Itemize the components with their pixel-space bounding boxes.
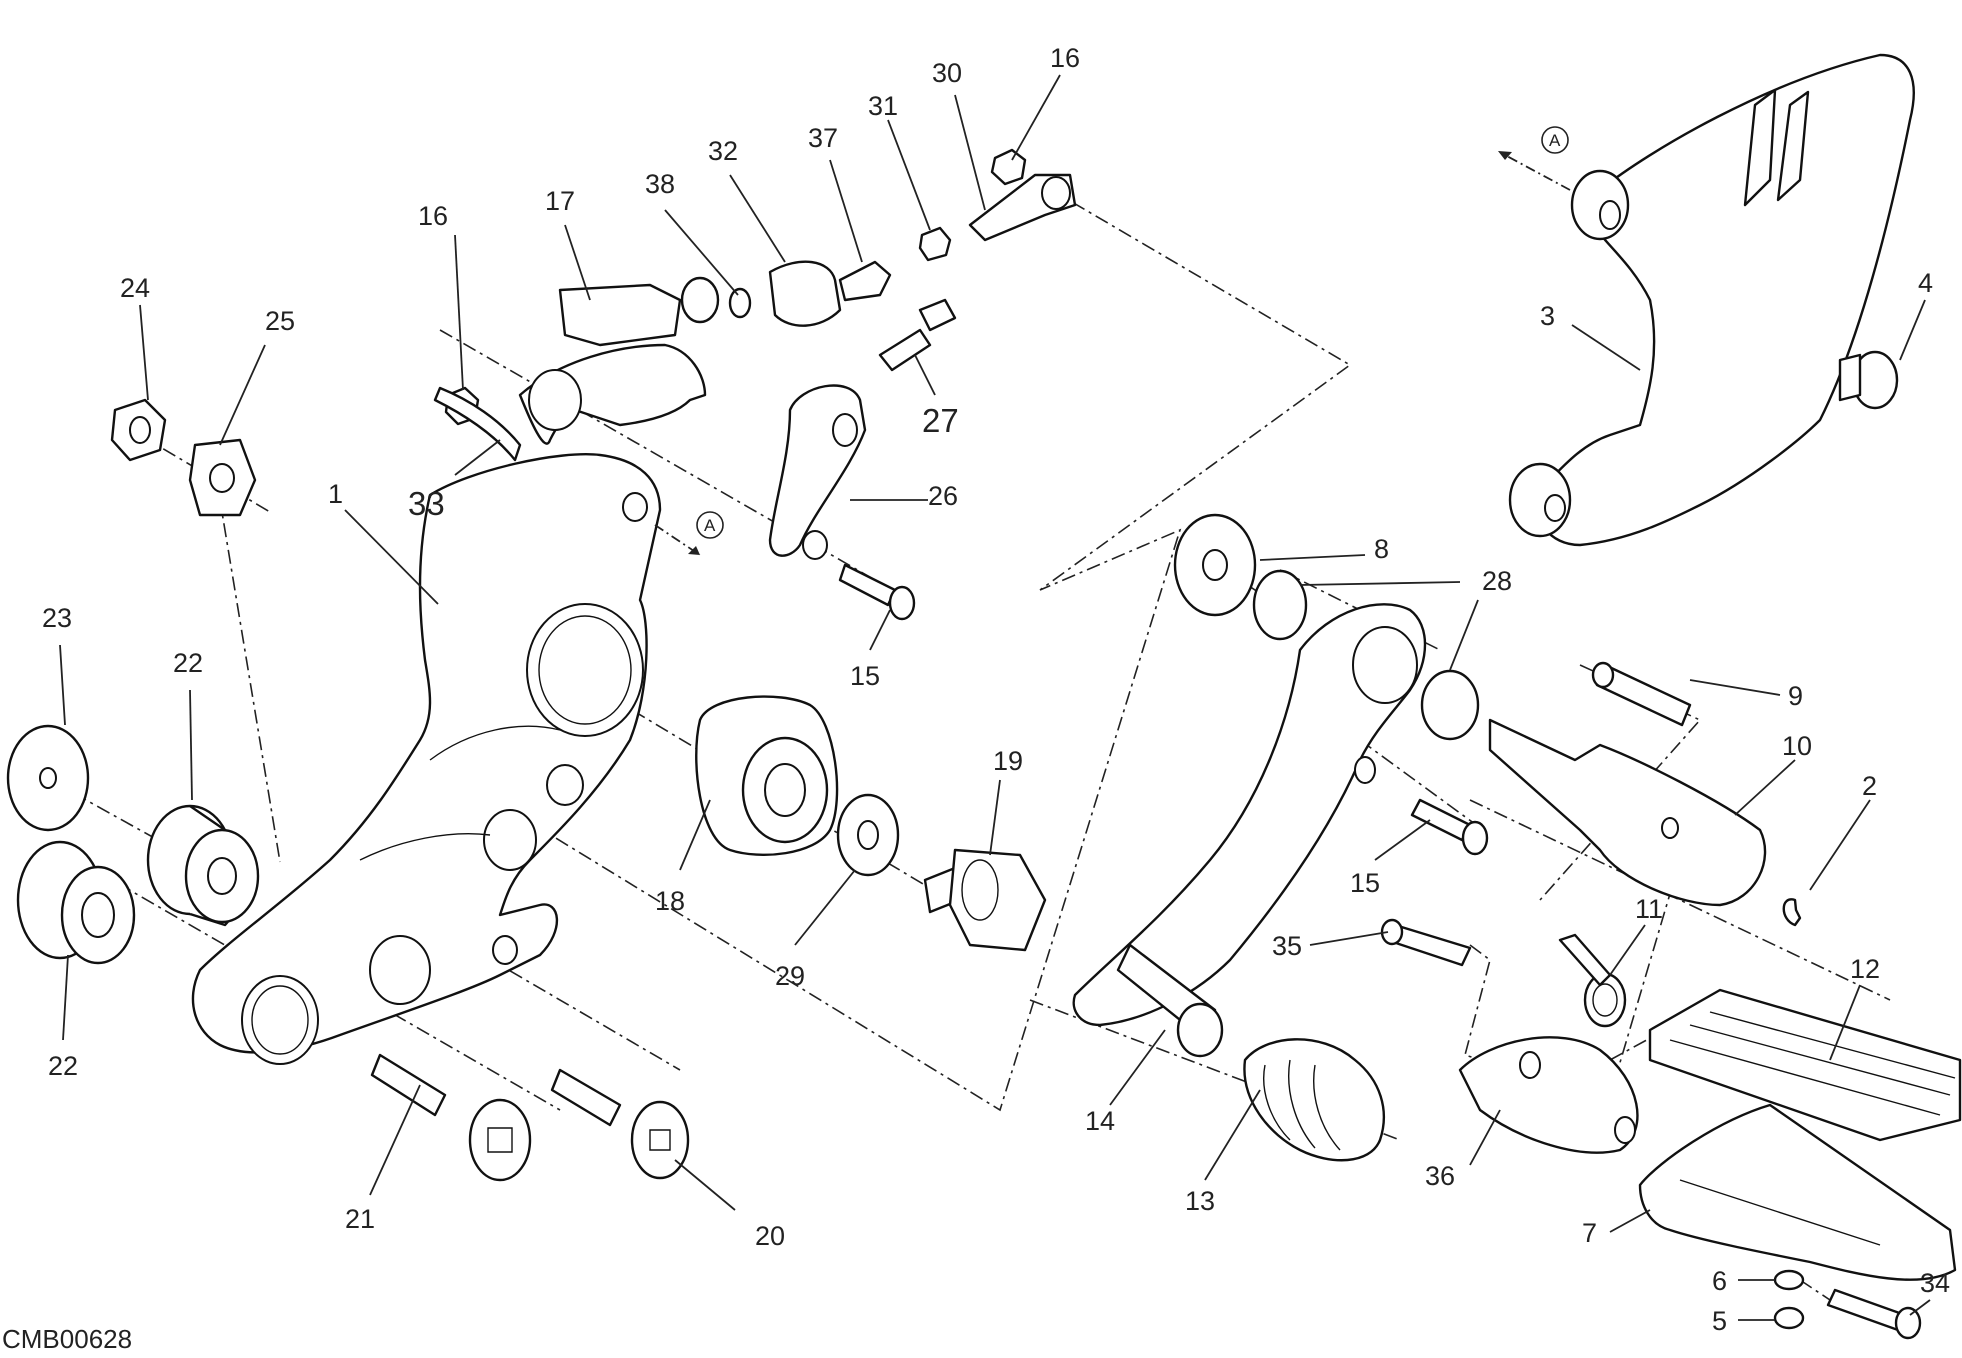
callout-14: 14 xyxy=(1085,1106,1115,1136)
footrest-rubber-part-12 xyxy=(1648,988,1962,1142)
shift-lever-part-14 xyxy=(1072,603,1427,1058)
callout-18: 18 xyxy=(655,886,685,916)
callout-23: 23 xyxy=(42,603,72,633)
callout-16-left: 16 xyxy=(418,201,448,231)
bolt-part-27 xyxy=(878,298,957,372)
bolt-part-15-left xyxy=(838,563,916,621)
bolt-part-4 xyxy=(1838,350,1899,410)
callout-7: 7 xyxy=(1582,1218,1597,1248)
screw-part-5 xyxy=(1773,1306,1805,1330)
callout-9: 9 xyxy=(1788,681,1803,711)
clip-part-32 xyxy=(768,260,842,327)
bolt-part-20 xyxy=(550,1068,690,1180)
callout-3: 3 xyxy=(1540,301,1555,331)
callout-1: 1 xyxy=(328,479,343,509)
bolt-part-15-right xyxy=(1410,798,1489,856)
lever-part-26 xyxy=(768,384,867,560)
washer-part-29 xyxy=(836,793,900,877)
callout-13: 13 xyxy=(1185,1186,1215,1216)
bolt-part-34 xyxy=(1826,1288,1922,1340)
callout-16-right: 16 xyxy=(1050,43,1080,73)
o-ring-part-28-lower xyxy=(1420,669,1480,741)
callout-6: 6 xyxy=(1712,1266,1727,1296)
spring-part-11 xyxy=(1558,933,1627,1028)
washer-part-23 xyxy=(6,724,90,832)
reference-marker-a-left: A xyxy=(654,511,724,556)
callout-22-lower: 22 xyxy=(48,1051,78,1081)
nut-part-31 xyxy=(918,226,952,262)
callout-17: 17 xyxy=(545,186,575,216)
callout-21: 21 xyxy=(345,1204,375,1234)
callout-11: 11 xyxy=(1635,894,1663,924)
callout-15-right: 15 xyxy=(1350,868,1380,898)
svg-text:A: A xyxy=(1549,131,1561,150)
o-ring-part-28-upper xyxy=(1252,569,1308,641)
callout-33: 33 xyxy=(408,485,445,522)
callout-12: 12 xyxy=(1850,954,1880,984)
washer-part-8 xyxy=(1173,513,1257,617)
callout-20: 20 xyxy=(755,1221,785,1251)
callout-31: 31 xyxy=(868,91,898,121)
callout-15-left: 15 xyxy=(850,661,880,691)
gear-pedal-rubber-part-13 xyxy=(1243,1038,1385,1162)
callout-29: 29 xyxy=(775,961,805,991)
bolt-part-21 xyxy=(370,1053,532,1182)
callout-5: 5 xyxy=(1712,1306,1727,1336)
pin-part-35 xyxy=(1380,918,1472,967)
callout-24: 24 xyxy=(120,273,150,303)
pin-part-9 xyxy=(1591,661,1692,727)
rod-end-part-30 xyxy=(968,173,1077,242)
callout-37: 37 xyxy=(808,123,838,153)
nut-part-24 xyxy=(110,398,167,462)
footpeg-body-part-7 xyxy=(1638,1103,1957,1281)
callout-10: 10 xyxy=(1782,731,1812,761)
callout-labels: 1 2 3 4 5 6 7 8 9 10 11 12 13 14 15 15 1… xyxy=(42,43,1950,1336)
washer-part-38 xyxy=(728,287,752,319)
callout-27: 27 xyxy=(922,402,959,439)
master-cylinder-part-17 xyxy=(518,276,720,445)
callout-19: 19 xyxy=(993,746,1023,776)
bushing-part-22-upper xyxy=(146,804,260,927)
reference-marker-a-right: A xyxy=(1498,126,1571,191)
adjuster-part-37 xyxy=(838,260,892,302)
washer-part-6 xyxy=(1773,1269,1805,1291)
diagram-code-label: CMB00628 xyxy=(2,1324,133,1354)
callout-36: 36 xyxy=(1425,1161,1455,1191)
footpeg-part-10 xyxy=(1488,718,1767,907)
callout-4: 4 xyxy=(1918,268,1933,298)
callout-30: 30 xyxy=(932,58,962,88)
svg-text:A: A xyxy=(704,516,716,535)
washer-part-25 xyxy=(188,438,257,517)
callout-25: 25 xyxy=(265,306,295,336)
bolt-part-19 xyxy=(923,848,1047,952)
callout-leader-lines xyxy=(59,74,1931,1321)
callout-28: 28 xyxy=(1482,566,1512,596)
bushing-part-22-lower xyxy=(16,840,136,965)
callout-32: 32 xyxy=(708,136,738,166)
peg-mount-part-36 xyxy=(1458,1036,1639,1154)
callout-22-upper: 22 xyxy=(173,648,203,678)
circlip-part-2 xyxy=(1782,898,1802,927)
callout-34: 34 xyxy=(1920,1268,1950,1298)
callout-35: 35 xyxy=(1272,931,1302,961)
nut-part-16-right xyxy=(990,148,1027,186)
callout-38: 38 xyxy=(645,169,675,199)
callout-2: 2 xyxy=(1862,771,1877,801)
footpeg-bracket-part-1 xyxy=(191,453,662,1065)
callout-26: 26 xyxy=(928,481,958,511)
callout-8: 8 xyxy=(1374,534,1389,564)
heel-guard-part-3 xyxy=(1508,53,1915,547)
spacer-part-18 xyxy=(695,695,839,856)
